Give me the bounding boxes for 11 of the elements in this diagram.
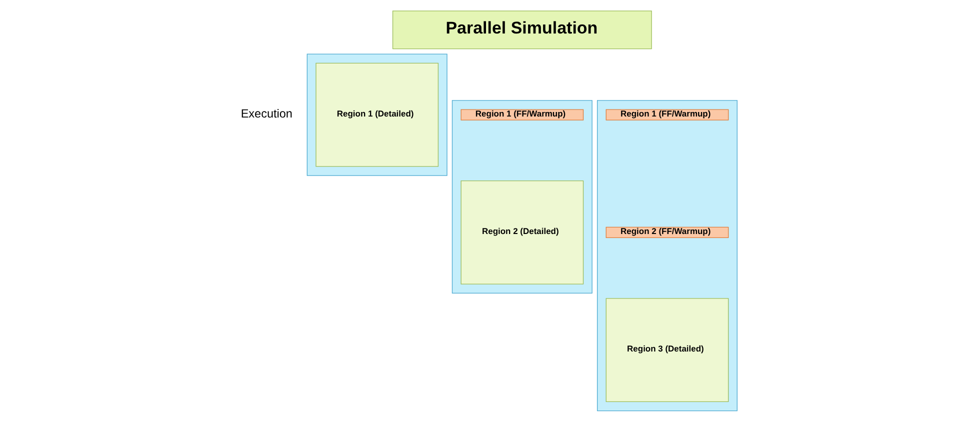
node-box: Region 2 (FF/Warmup) (605, 226, 728, 238)
node-box: Region 3 (Detailed) (605, 298, 728, 402)
node-box: Parallel Simulation (392, 10, 652, 50)
cluster (596, 100, 737, 412)
node-box: Region 1 (FF/Warmup) (605, 109, 728, 120)
node-box: Region 1 (Detailed) (315, 62, 438, 167)
cluster (306, 54, 447, 176)
label: Execution (240, 108, 292, 121)
node-box: Region 1 (FF/Warmup) (460, 109, 584, 120)
cluster (451, 100, 592, 294)
node-box: Region 2 (Detailed) (460, 180, 584, 284)
